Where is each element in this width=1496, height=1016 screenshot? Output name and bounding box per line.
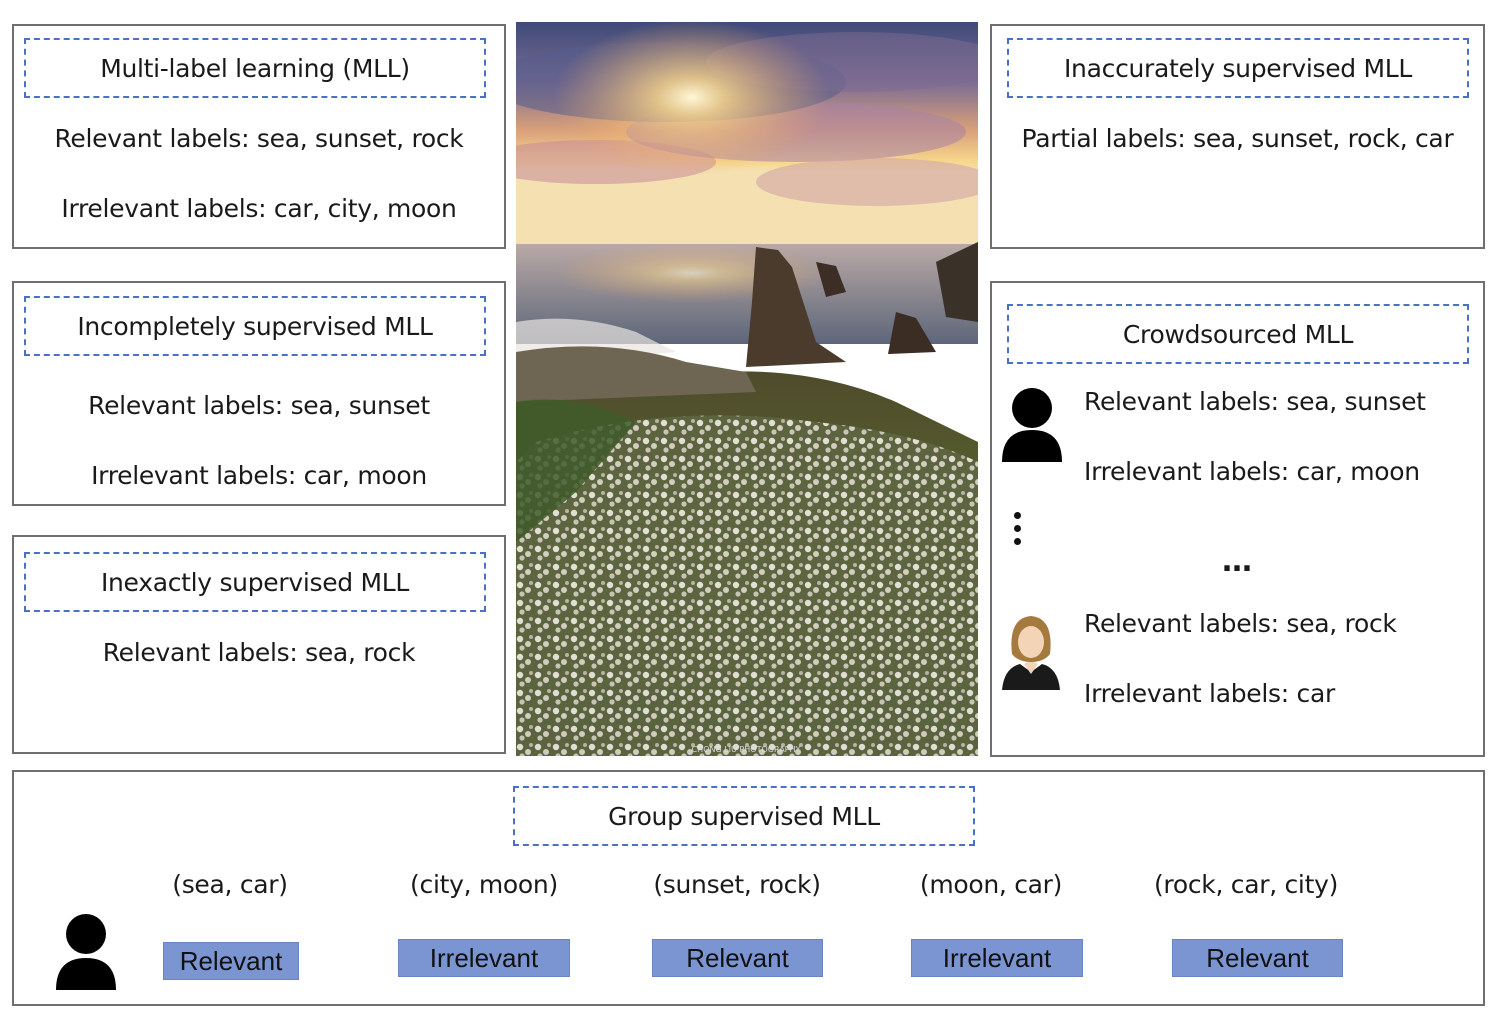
incomplete-irrelevant-labels: Irrelevant labels: car, moon [91, 461, 427, 490]
group-1-labels: (sea, car) [172, 870, 288, 899]
crowd-annotator2-irrelevant: Irrelevant labels: car [1084, 679, 1335, 708]
inaccurate-title: Inaccurately supervised MLL [1007, 38, 1469, 98]
person-icon [1002, 388, 1062, 462]
incomplete-panel [12, 281, 506, 506]
inaccurate-partial-labels: Partial labels: sea, sunset, rock, car [1021, 124, 1454, 153]
mll-title: Multi-label learning (MLL) [24, 38, 486, 98]
crowd-annotator2-relevant: Relevant labels: sea, rock [1084, 609, 1397, 638]
person-icon [56, 914, 116, 990]
crowd-title: Crowdsourced MLL [1007, 304, 1469, 364]
crowd-ellipsis: … [1222, 544, 1252, 579]
photo-illustration: CHONG LIU PHOTOGRAPHY [516, 22, 978, 756]
inaccurate-panel [990, 24, 1485, 249]
group-5-tag: Relevant [1172, 939, 1343, 977]
inexact-title: Inexactly supervised MLL [24, 552, 486, 612]
group-4-labels: (moon, car) [919, 870, 1063, 899]
coastal-sunset-photo: CHONG LIU PHOTOGRAPHY [516, 22, 978, 756]
group-2-labels: (city, moon) [410, 870, 558, 899]
mll-irrelevant-labels: Irrelevant labels: car, city, moon [61, 194, 457, 223]
mll-relevant-labels: Relevant labels: sea, sunset, rock [54, 124, 464, 153]
incomplete-relevant-labels: Relevant labels: sea, sunset [88, 391, 430, 420]
crowd-panel [990, 281, 1485, 757]
inexact-panel [12, 535, 506, 754]
group-3-labels: (sunset, rock) [653, 870, 821, 899]
incomplete-title: Incompletely supervised MLL [24, 296, 486, 356]
crowd-annotator1-irrelevant: Irrelevant labels: car, moon [1084, 457, 1420, 486]
group-2-tag: Irrelevant [398, 939, 570, 977]
group-4-tag: Irrelevant [911, 939, 1083, 977]
group-1-tag: Relevant [163, 942, 299, 980]
group-title: Group supervised MLL [513, 786, 975, 846]
inexact-relevant-labels: Relevant labels: sea, rock [102, 638, 416, 667]
crowd-annotator1-relevant: Relevant labels: sea, sunset [1084, 387, 1426, 416]
group-5-labels: (rock, car, city) [1153, 870, 1339, 899]
mll-panel [12, 24, 506, 249]
group-3-tag: Relevant [652, 939, 823, 977]
woman-avatar-icon [1002, 616, 1060, 690]
photo-watermark: CHONG LIU PHOTOGRAPHY [692, 745, 801, 754]
